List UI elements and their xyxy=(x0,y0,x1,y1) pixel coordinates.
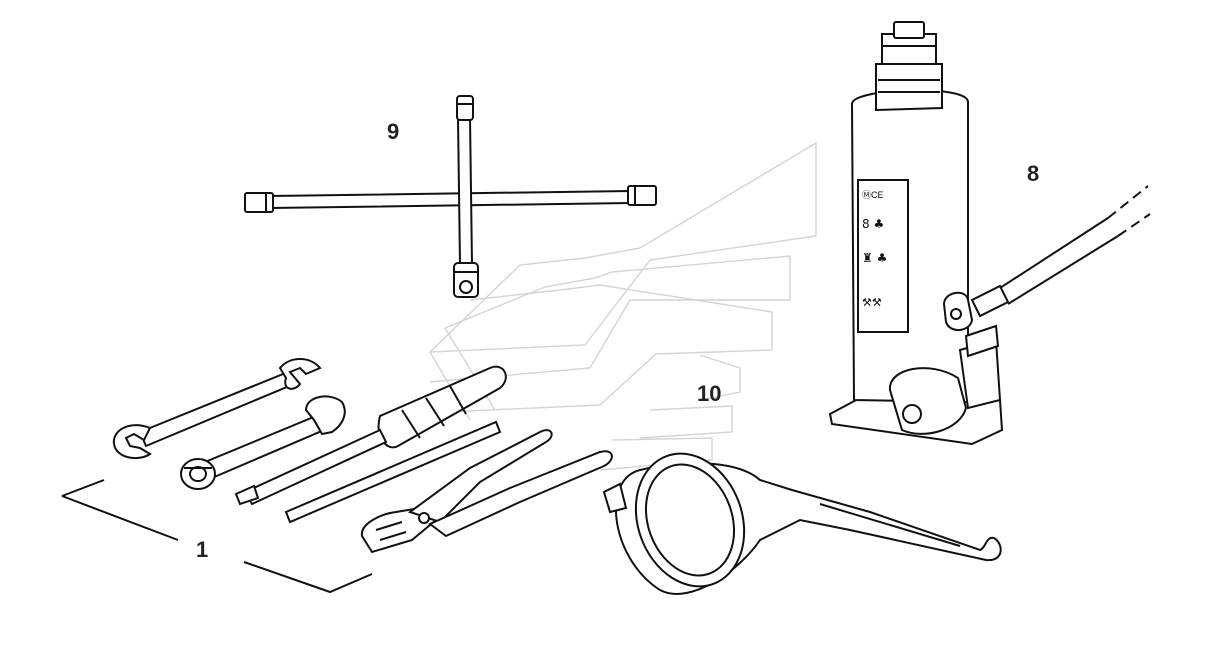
callout-10: 10 xyxy=(697,381,722,406)
svg-text:8 ♣: 8 ♣ xyxy=(862,217,884,231)
callout-8: 8 xyxy=(1027,161,1040,186)
callout-bracket-1 xyxy=(62,480,372,592)
cross-wrench xyxy=(245,96,656,297)
pliers xyxy=(362,430,612,552)
svg-text:⚒⚒: ⚒⚒ xyxy=(862,296,882,309)
tommy-bar xyxy=(286,422,500,522)
watermark-logo xyxy=(430,143,816,470)
callout-9: 9 xyxy=(387,119,400,144)
open-end-wrench xyxy=(114,359,320,458)
svg-text:♜ ♣: ♜ ♣ xyxy=(862,251,887,265)
socket-wrench xyxy=(181,396,345,489)
jack-handle xyxy=(1000,186,1150,304)
screwdriver xyxy=(236,367,506,504)
bottle-jack: ⓂCE 8 ♣ ♜ ♣ ⚒⚒ xyxy=(830,22,1008,444)
oil-funnel xyxy=(604,438,1001,601)
svg-text:ⓂCE: ⓂCE xyxy=(862,190,884,200)
callout-1: 1 xyxy=(196,537,209,562)
